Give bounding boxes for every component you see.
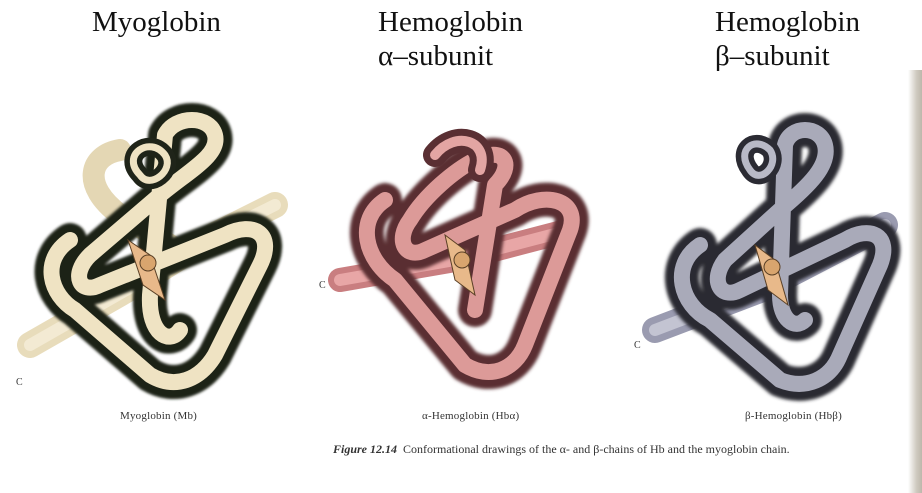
alpha-caption: α-Hemoglobin (Hbα)	[422, 410, 519, 422]
title-hemoglobin-beta: Hemoglobin β–subunit	[715, 5, 860, 73]
title-beta-line1: Hemoglobin	[715, 5, 860, 39]
title-myoglobin: Myoglobin	[92, 5, 221, 39]
title-beta-line2: β–subunit	[715, 39, 860, 73]
beta-caption: β-Hemoglobin (Hbβ)	[745, 410, 842, 422]
myoglobin-c-terminus-label: C	[16, 377, 23, 388]
title-alpha-line2: α–subunit	[378, 39, 523, 73]
beta-c-terminus-label: C	[634, 340, 641, 351]
beta-ribbon-drawing	[630, 95, 910, 395]
panel-myoglobin: C	[0, 95, 320, 395]
alpha-c-terminus-label: C	[319, 280, 326, 291]
myoglobin-caption: Myoglobin (Mb)	[120, 410, 197, 422]
panel-hemoglobin-beta: C	[630, 95, 910, 395]
figure-caption: Figure 12.14 Conformational drawings of t…	[333, 442, 903, 457]
myoglobin-ribbon-drawing	[0, 95, 320, 395]
page-edge-shadow	[908, 70, 922, 493]
title-hemoglobin-alpha: Hemoglobin α–subunit	[378, 5, 523, 73]
alpha-ribbon-drawing	[315, 110, 615, 400]
title-myoglobin-line1: Myoglobin	[92, 5, 221, 39]
figure-caption-label: Figure 12.14	[333, 442, 397, 456]
panel-hemoglobin-alpha: C	[315, 110, 615, 400]
title-alpha-line1: Hemoglobin	[378, 5, 523, 39]
figure-caption-text: Conformational drawings of the α- and β-…	[403, 442, 790, 456]
